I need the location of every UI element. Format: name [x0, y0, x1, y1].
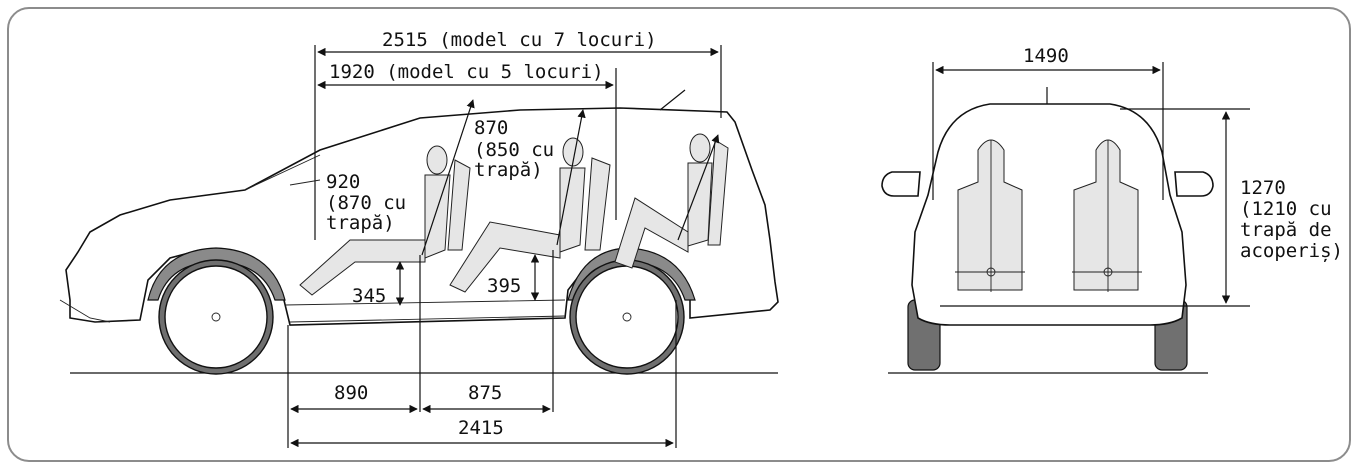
third-row-head-arrow	[677, 134, 720, 241]
headroom-rear-label-3: trapă)	[474, 159, 543, 181]
rear-view: 1490 1270 (1210 cu trapă de acoperiș)	[881, 45, 1343, 374]
seat-height-rear-label: 395	[487, 275, 521, 297]
wheelbase-label: 2415	[458, 417, 504, 439]
length-5-seat-label: 1920 (model cu 5 locuri)	[329, 61, 604, 83]
rear-height-label-2: (1210 cu	[1240, 198, 1332, 220]
length-7-seat-label: 2515 (model cu 7 locuri)	[382, 29, 657, 51]
headroom-front-label-2: (870 cu	[326, 192, 406, 214]
seat-spacing-front-label: 890	[334, 382, 368, 404]
headroom-rear-label-2: (850 cu	[474, 139, 554, 161]
seat-height-front-label: 345	[352, 285, 386, 307]
rear-height-label-1: 1270	[1240, 177, 1286, 199]
rear-width-label: 1490	[1023, 45, 1069, 67]
headroom-rear-arrow	[421, 99, 475, 256]
sill-line	[284, 299, 566, 306]
third-row-occupant	[614, 133, 729, 269]
rear-occupant-left	[955, 139, 1025, 292]
headroom-front-label-1: 920	[326, 171, 360, 193]
side-view: 2515 (model cu 7 locuri) 1920 (model cu …	[59, 29, 779, 448]
second-row-head-arrow	[556, 109, 586, 246]
headroom-front-label-3: trapă)	[326, 212, 395, 234]
front-occupant	[299, 145, 471, 296]
left-mirror	[881, 171, 921, 197]
windshield-line	[244, 154, 321, 191]
front-wheel	[158, 259, 274, 375]
rear-height-label-3: trapă de	[1240, 219, 1332, 241]
front-bumper-line	[59, 299, 111, 323]
second-row-occupant	[449, 137, 611, 293]
rear-body-outline	[911, 103, 1187, 326]
rocker-line	[289, 315, 566, 323]
rear-occupant-right	[1072, 139, 1142, 292]
headroom-front-leader	[289, 179, 321, 186]
headroom-rear-label-1: 870	[474, 117, 508, 139]
antenna	[659, 89, 686, 111]
rear-height-label-4: acoperiș)	[1240, 240, 1343, 262]
seat-spacing-rear-label: 875	[468, 382, 502, 404]
rear-wheel	[569, 259, 685, 375]
right-mirror	[1174, 171, 1214, 197]
